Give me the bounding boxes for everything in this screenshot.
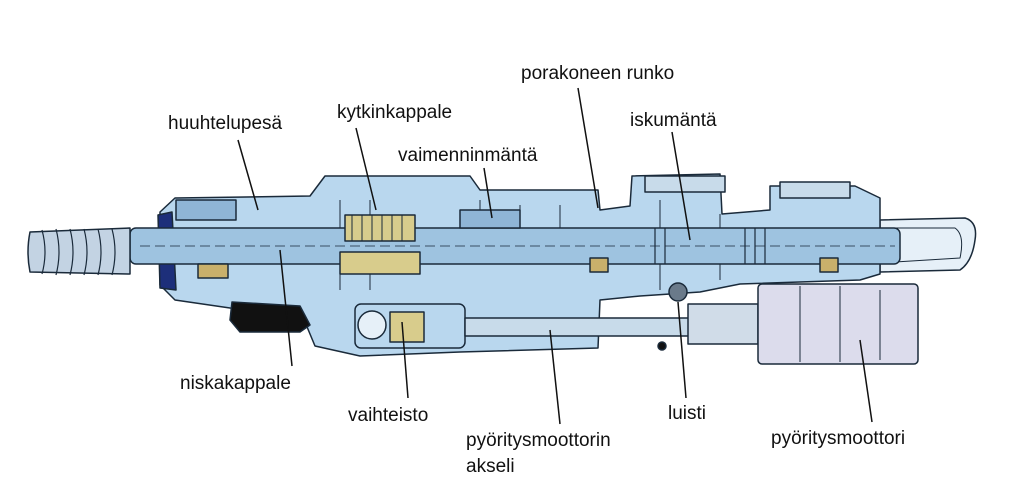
clutch-teeth — [351, 215, 403, 241]
leader-niskakappale — [279, 249, 293, 367]
rotation-motor — [757, 283, 919, 365]
leader-porakoneen-runko — [577, 87, 599, 209]
slider-valve — [668, 282, 688, 302]
gearbox-wheel — [357, 310, 387, 340]
label-niskakappale: niskakappale — [180, 373, 291, 394]
label-pyoritysmoottori: pyöritysmoottori — [771, 428, 906, 449]
leader-kytkinkappale — [355, 127, 377, 211]
label-vaimenninmanta: vaimenninmäntä — [398, 145, 538, 166]
gearbox-gear — [389, 311, 425, 343]
slider-dot — [657, 341, 667, 351]
label-pyoritysmoottorin-akseli: pyöritysmoottorin akseli — [466, 430, 611, 477]
shank-threads — [41, 228, 116, 276]
label-porakoneen-runko: porakoneen runko — [521, 63, 675, 84]
leader-luisti — [677, 301, 687, 399]
leader-huuhtelupesa — [237, 139, 259, 211]
rear-end-inner — [894, 227, 963, 263]
rotation-motor-shaft — [464, 317, 691, 337]
piston-rings — [654, 228, 766, 264]
leader-lines — [237, 87, 873, 425]
bolt-front — [644, 175, 726, 193]
label-kytkinkappale: kytkinkappale — [337, 102, 453, 123]
motor-coupling — [687, 303, 759, 345]
bolt-rear — [779, 181, 851, 199]
label-vaihteisto: vaihteisto — [348, 405, 429, 426]
drill-assembly — [27, 173, 977, 365]
label-luisti: luisti — [668, 403, 707, 424]
leader-iskumanta — [671, 131, 691, 241]
bushing-mid — [589, 257, 609, 273]
leader-vaihteisto — [401, 321, 409, 399]
threaded-shank — [27, 227, 131, 275]
bottom-mount — [229, 301, 311, 333]
front-cap — [175, 199, 237, 221]
leader-pyoritysmoottorin-akseli — [549, 329, 561, 425]
label-huuhtelupesa: huuhtelupesä — [168, 113, 283, 134]
bushing-front — [197, 263, 229, 279]
label-iskumanta: iskumäntä — [630, 110, 717, 131]
leader-pyoritysmoottori — [859, 339, 873, 423]
leader-vaimenninmanta — [483, 167, 493, 219]
clutch-gear — [344, 214, 416, 242]
damper-piston — [459, 209, 521, 229]
clutch-gear-lower — [339, 251, 421, 275]
motor-fins — [799, 286, 881, 362]
bushing-rear — [819, 257, 839, 273]
